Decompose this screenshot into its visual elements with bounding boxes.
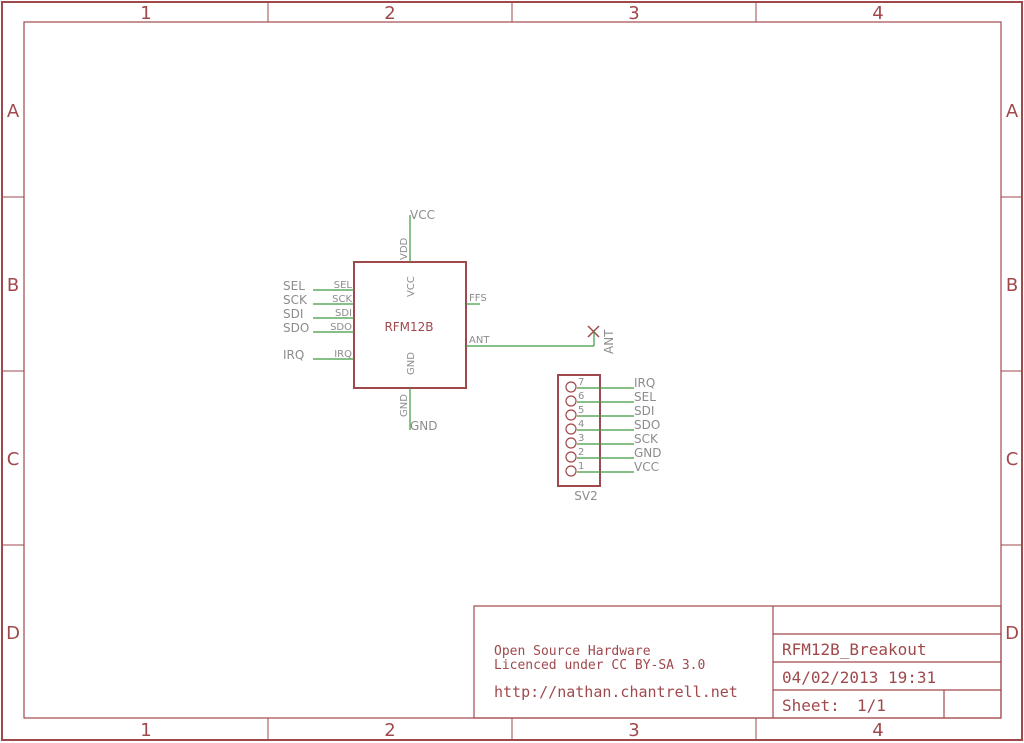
net-label-sdi: SDI <box>283 307 303 321</box>
frame-inner <box>23 21 1002 719</box>
rfm12b-name: RFM12B <box>384 320 433 334</box>
frame-col-top-4: 4 <box>872 3 883 24</box>
sv2-pin-7-num: 7 <box>578 377 584 388</box>
net-label-vcc-top: VCC <box>410 208 435 222</box>
frame-column-dividers <box>267 2 757 740</box>
pin-name-ffs: FFS <box>469 293 487 304</box>
sv2-pin-3-net: SCK <box>634 432 659 446</box>
sv2-pin-6-net: SEL <box>634 390 656 404</box>
net-label-sdo: SDO <box>283 321 309 335</box>
frame-col-bottom-1: 1 <box>140 720 151 741</box>
frame-row-left-d: D <box>6 623 20 644</box>
sv2-pin-4-num: 4 <box>578 419 584 430</box>
pin-name-sel: SEL <box>334 280 353 291</box>
frame-col-top-3: 3 <box>628 3 639 24</box>
pin-name-sdi: SDI <box>335 308 352 319</box>
frame-row-dividers <box>2 196 1022 546</box>
frame-row-left-b: B <box>7 275 19 296</box>
frame-row-left-c: C <box>7 449 20 470</box>
title-block-url: http://nathan.chantrell.net <box>494 683 738 701</box>
title-block-license-line1: Open Source Hardware <box>494 644 651 659</box>
frame-row-right-d: D <box>1005 623 1019 644</box>
frame-col-top-2: 2 <box>384 3 395 24</box>
pin-name-vcc-inner: VCC <box>406 276 417 297</box>
frame-row-left-a: A <box>7 101 20 122</box>
frame-col-top-1: 1 <box>140 3 151 24</box>
sv2-pin-4-net: SDO <box>634 418 660 432</box>
sv2-pin-5-net: SDI <box>634 404 654 418</box>
sv2-pin-6-num: 6 <box>578 391 584 402</box>
sv2-pin-2-num: 2 <box>578 447 584 458</box>
sv2-pin-5-num: 5 <box>578 405 584 416</box>
pin-name-gnd-outer: GND <box>399 394 410 417</box>
sv2-pin-1-net: VCC <box>634 460 659 474</box>
title-block-date: 04/02/2013 19:31 <box>782 668 936 687</box>
title-block-license-line2: Licenced under CC BY-SA 3.0 <box>494 658 705 673</box>
frame-col-bottom-2: 2 <box>384 720 395 741</box>
net-label-sck: SCK <box>283 293 308 307</box>
sv2-header[interactable]: SV2 7 IRQ 6 SEL 5 SDI 4 SDO 3 SCK 2 GND <box>557 374 662 503</box>
net-label-gnd-bottom: GND <box>410 419 438 433</box>
net-label-sel: SEL <box>283 279 305 293</box>
pin-name-ant: ANT <box>469 335 490 346</box>
frame-col-bottom-4: 4 <box>872 720 883 741</box>
frame-row-right-a: A <box>1006 101 1019 122</box>
sv2-pin-7-net: IRQ <box>634 376 655 390</box>
rfm12b-ic[interactable]: RFM12B SEL SCK SDI SDO IRQ SEL SCK SDI S… <box>283 208 594 433</box>
title-block-title: RFM12B_Breakout <box>782 640 927 659</box>
sv2-pin-2-net: GND <box>634 446 662 460</box>
pin-name-sck: SCK <box>332 294 352 305</box>
ant-label: ANT <box>602 329 616 354</box>
sv2-name: SV2 <box>574 489 597 503</box>
pin-name-gnd-inner: GND <box>406 352 417 375</box>
title-block: Open Source Hardware Licenced under CC B… <box>473 605 1002 719</box>
frame-row-right-b: B <box>1006 275 1018 296</box>
pin-name-irq: IRQ <box>334 349 352 360</box>
sv2-pin-3-num: 3 <box>578 433 584 444</box>
sv2-pin-1-num: 1 <box>578 461 584 472</box>
net-label-irq: IRQ <box>283 348 304 362</box>
pin-name-sdo: SDO <box>330 322 352 333</box>
frame-col-bottom-3: 3 <box>628 720 639 741</box>
title-block-sheet-value: 1/1 <box>857 696 886 715</box>
ant-noconnect-mark <box>587 325 600 346</box>
title-block-sheet-label: Sheet: <box>782 696 840 715</box>
frame-row-right-c: C <box>1006 449 1019 470</box>
pin-name-vdd: VDD <box>399 237 410 260</box>
